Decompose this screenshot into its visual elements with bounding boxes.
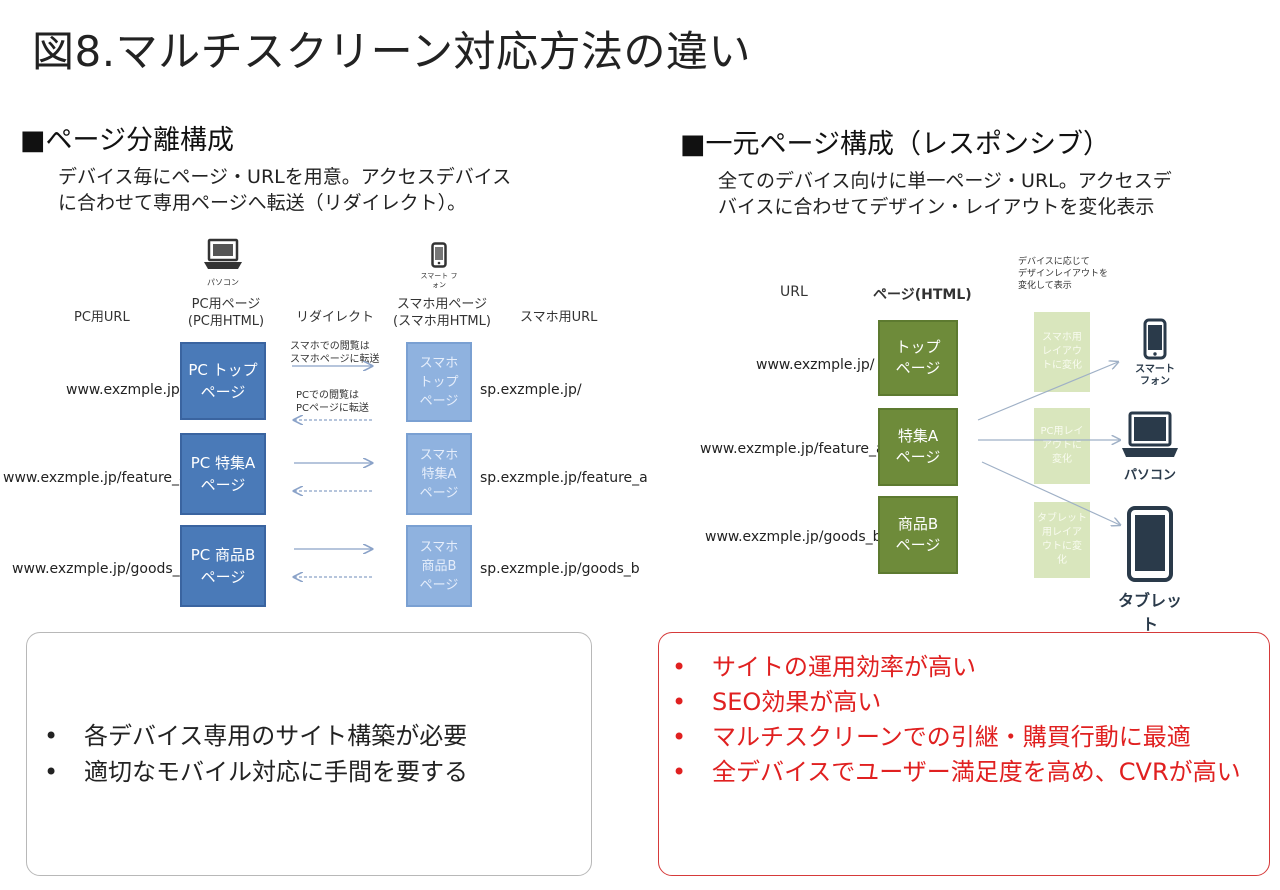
laptop-label: パソコン [1123,468,1176,483]
col-sp-url: スマホ用URL [520,310,598,325]
col-pc-page-line: (PC用HTML) [187,314,265,329]
url-label: www.exzmple.jp/ [756,357,875,373]
redirect-arrows [292,360,390,590]
bullet-text: 各デバイス専用のサイト構築が必要 [84,722,468,750]
bullet-item: • SEO効果が高い [672,685,1262,720]
responsive-arrow [981,461,1120,525]
bullet-dot: • [672,758,687,786]
note-line: PCページに転送 [296,403,369,414]
layout-box: スマホ用 レイアウ トに変化 [1034,312,1090,392]
sp-url-label: sp.exzmple.jp/feature_a [480,470,648,486]
col-sp-page-line: (スマホ用HTML) [393,314,491,329]
right-bullet-list: • サイトの運用効率が高い • SEO効果が高い • マルチスクリーンでの引継・購買行… [672,650,1262,790]
right-description: 全てのデバイス向けに単一ページ・URL。アクセスデ バイスに合わせてデザイン・レ… [718,168,1172,220]
note-line: スマホでの閲覧は [290,341,370,352]
smartphone-label: スマート フォン [420,272,458,289]
laptop-device: パソコン [1118,410,1182,483]
pc-page-box: PC 特集A ページ [180,433,266,515]
html-page-box: 商品B ページ [878,496,958,574]
pc-url-label: www.exzmple.jp/feature_a [3,470,188,486]
note-line: デバイスに応じて [1018,257,1090,267]
left-bullet-list: • 各デバイス専用のサイト構築が必要 • 適切なモバイル対応に手間を要する [44,718,468,790]
redirect-note-to-sp: スマホでの閲覧は スマホページに転送 [290,340,380,366]
bullet-item: • 各デバイス専用のサイト構築が必要 [44,718,468,754]
layout-box: PC用レイ アウトに 変化 [1034,408,1090,484]
bullet-dot: • [672,688,687,716]
bullet-item: • 全デバイスでユーザー満足度を高め、CVRが高い [672,755,1262,790]
col-sp-page: スマホ用ページ (スマホ用HTML) [388,296,496,330]
tablet-label: タブレット [1117,591,1182,634]
sp-page-box: スマホ 特集A ページ [406,433,472,515]
sp-url-label: sp.exzmple.jp/ [480,382,582,398]
redirect-note-to-pc: PCでの閲覧は PCページに転送 [296,389,369,415]
col-url: URL [780,284,808,300]
responsive-arrow [977,362,1118,421]
bullet-text: SEO効果が高い [712,688,882,716]
note-line: デザインレイアウトを [1018,269,1109,279]
url-label: www.exzmple.jp/goods_b [705,529,882,545]
col-redirect: リダイレクト [296,310,375,325]
bullet-item: • 適切なモバイル対応に手間を要する [44,754,468,790]
smartphone-label: スマート フォン [1135,364,1175,387]
right-summary-panel [658,632,1270,876]
laptop-icon [204,238,242,269]
laptop-device: パソコン [203,238,243,289]
bullet-item: • マルチスクリーンでの引継・購買行動に最適 [672,720,1262,755]
left-summary-panel [26,632,592,876]
note-line: 変化して表示 [1018,281,1072,291]
bullet-text: 全デバイスでユーザー満足度を高め、CVRが高い [712,758,1241,786]
note-line: PCでの閲覧は [296,390,360,401]
responsive-arrows [977,350,1130,540]
left-description: デバイス毎にページ・URLを用意。アクセスデバイス に合わせて専用ページへ転送（… [58,164,511,216]
smartphone-device: スマート フォン [1130,318,1180,388]
layout-box: タブレット 用レイア ウトに変 化 [1034,502,1090,578]
bullet-item: • サイトの運用効率が高い [672,650,1262,685]
tablet-icon [1127,506,1173,582]
html-page-box: トップ ページ [878,320,958,396]
right-heading: ■一元ページ構成（レスポンシブ） [680,129,1110,160]
laptop-label: パソコン [207,278,239,287]
smartphone-icon [1143,318,1167,360]
pc-url-label: www.exzmple.jp/ [66,382,185,398]
bullet-dot: • [44,722,59,750]
laptop-icon [1122,411,1178,457]
left-desc-line: に合わせて専用ページへ転送（リダイレクト）。 [58,192,467,214]
col-page-html: ページ(HTML) [873,287,972,303]
sp-page-box: スマホ 商品B ページ [406,525,472,607]
pc-url-label: www.exzmple.jp/goods_b [12,561,189,577]
bullet-text: 適切なモバイル対応に手間を要する [84,758,468,786]
pc-page-box: PC トップ ページ [180,342,266,420]
sp-page-box: スマホ トップ ページ [406,342,472,422]
tablet-device: タブレット [1112,505,1188,635]
smartphone-icon [431,242,447,268]
note-line: スマホページに転送 [290,354,380,365]
smartphone-device: スマート フォン [420,242,458,290]
col-pc-page-line: PC用ページ [191,297,261,312]
url-label: www.exzmple.jp/feature_a [700,441,885,457]
col-sp-page-line: スマホ用ページ [396,297,488,312]
col-pc-page: PC用ページ (PC用HTML) [178,296,274,330]
bullet-dot: • [672,723,687,751]
page-title: 図8.マルチスクリーン対応方法の違い [32,27,751,76]
sp-url-label: sp.exzmple.jp/goods_b [480,561,640,577]
left-desc-line: デバイス毎にページ・URLを用意。アクセスデバイス [58,166,512,188]
left-heading: ■ページ分離構成 [20,125,234,156]
right-desc-line: 全てのデバイス向けに単一ページ・URL。アクセスデ [718,170,1172,192]
bullet-dot: • [672,653,687,681]
col-pc-url: PC用URL [74,310,130,325]
pc-page-box: PC 商品B ページ [180,525,266,607]
bullet-text: サイトの運用効率が高い [712,653,976,681]
bullet-text: マルチスクリーンでの引継・購買行動に最適 [712,723,1191,751]
col-layout-note: デバイスに応じて デザインレイアウトを 変化して表示 [1018,256,1108,292]
bullet-dot: • [44,758,59,786]
right-desc-line: バイスに合わせてデザイン・レイアウトを変化表示 [718,196,1155,218]
html-page-box: 特集A ページ [878,408,958,486]
